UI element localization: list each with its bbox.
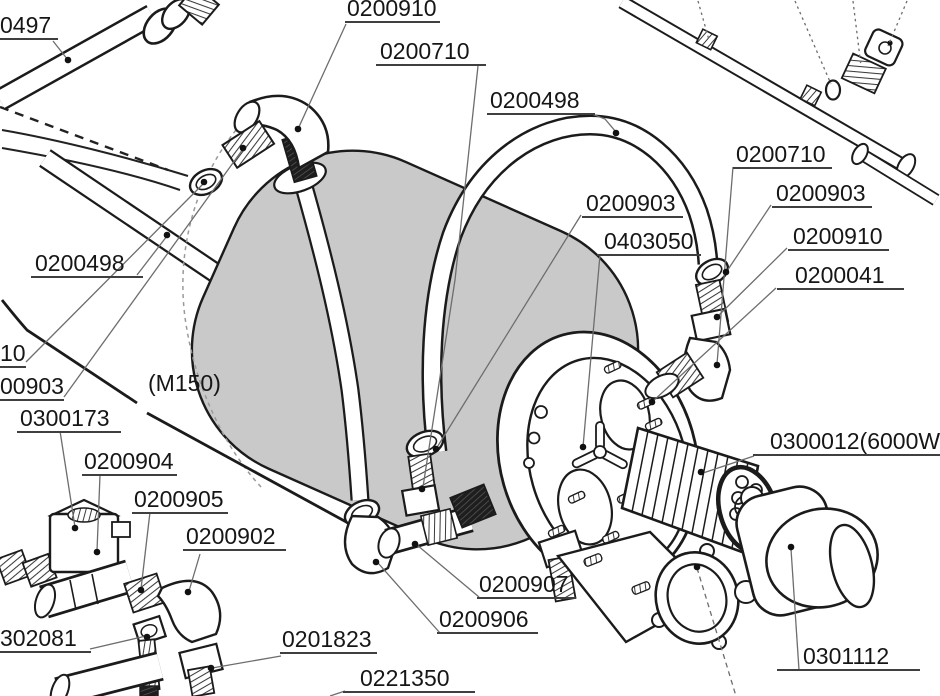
part-label-0200910-top: 0200910 <box>345 0 440 23</box>
part-label-0221350: 0221350 <box>343 666 475 693</box>
model-label-m150: (M150) <box>148 370 221 396</box>
element-gasket <box>651 543 740 650</box>
elbow-fitting <box>156 579 222 644</box>
part-label-0200710-right: 0200710 <box>733 142 832 169</box>
tee-hex <box>419 507 459 547</box>
valve-body <box>33 583 57 619</box>
part-label-0200041: 0200041 <box>777 263 904 290</box>
pipe-stub <box>695 28 719 51</box>
end-cover <box>734 485 879 617</box>
hex-nut <box>690 307 732 343</box>
threaded-fitting <box>840 52 888 95</box>
elbow-fitting <box>343 514 398 575</box>
leader-dots <box>64 56 795 672</box>
capillary-pipe <box>0 299 351 526</box>
part-label-0200903-mid: 0200903 <box>582 191 683 218</box>
part-label-0200907: 0200907 <box>477 572 576 599</box>
hex-nut <box>400 483 441 517</box>
drain-tee-assembly <box>343 429 497 575</box>
part-label-0300012-cut: 0300012(6000W <box>753 429 940 456</box>
part-label-0200906: 0200906 <box>437 607 538 634</box>
part-label-0200498-left: 0200498 <box>31 251 143 278</box>
probe-stud <box>571 421 628 470</box>
part-label-0300173: 0300173 <box>17 406 121 433</box>
sight-port-lower <box>557 468 613 546</box>
ghost-hose-lines <box>0 105 189 191</box>
part-label-0200902: 0200902 <box>183 524 286 551</box>
part-label-0200710-top: 0200710 <box>376 39 486 66</box>
arc-hose <box>421 114 719 454</box>
part-label-0200905: 0200905 <box>132 487 228 514</box>
front-hose <box>293 180 370 501</box>
part-label-0497-cut: 0497 <box>0 13 58 40</box>
supply-pipe <box>0 0 221 111</box>
part-label-0201823: 0201823 <box>280 627 377 654</box>
outlet-fitting-stack <box>644 257 732 402</box>
manifold-pipe <box>618 0 940 206</box>
part-label-0302081-cut: 302081 <box>0 626 91 653</box>
part-label-0200903-right: 0200903 <box>772 181 872 208</box>
part-label-0200904: 0200904 <box>82 449 177 476</box>
pump-body <box>49 673 71 696</box>
boiler-top-elbow-assembly <box>188 94 330 197</box>
elbow-fitting <box>244 94 330 171</box>
knurled-fitting <box>449 483 497 529</box>
part-label-0403050: 0403050 <box>597 229 701 256</box>
hex-nut <box>864 28 904 67</box>
pipe-stub <box>799 84 823 107</box>
leader-lines <box>25 0 908 696</box>
part-label-0200910-left-cut: 10 <box>0 340 26 368</box>
part-label-0200498-top: 0200498 <box>487 88 595 115</box>
o-ring <box>824 79 842 101</box>
part-label-0200903-left-cut: 00903 <box>0 373 64 401</box>
threaded-fitting <box>221 119 276 170</box>
part-label-0200910-right: 0200910 <box>788 224 889 251</box>
part-label-0301112: 0301112 <box>777 644 920 671</box>
